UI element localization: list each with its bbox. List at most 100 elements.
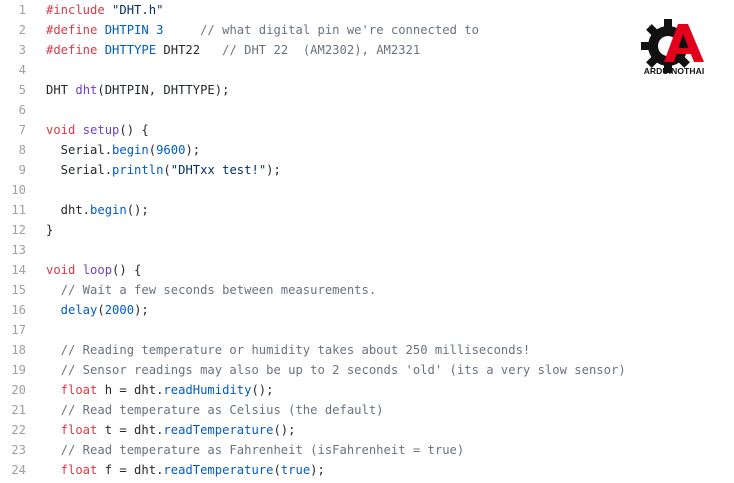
code-token: h = dht. [104, 383, 164, 397]
code-token: DHTPIN 3 [104, 23, 164, 37]
code-line: 18 // Reading temperature or humidity ta… [0, 340, 734, 360]
line-number: 23 [11, 443, 26, 457]
line-number: 20 [11, 383, 26, 397]
code-text: void setup() { [46, 120, 734, 140]
code-line: 15 // Wait a few seconds between measure… [0, 280, 734, 300]
code-line: 17 [0, 320, 734, 340]
code-text: Serial.begin(9600); [46, 140, 734, 160]
code-token: ( [148, 143, 157, 157]
line-number: 9 [18, 163, 26, 177]
code-text: // Wait a few seconds between measuremen… [46, 280, 734, 300]
line-number: 15 [11, 283, 26, 297]
code-token: delay [46, 303, 98, 317]
code-line: 21 // Read temperature as Celsius (the d… [0, 400, 734, 420]
code-token: begin [90, 203, 127, 217]
code-token: () { [119, 123, 149, 137]
code-token: dht. [46, 203, 91, 217]
code-line: 4 [0, 60, 734, 80]
line-number: 3 [18, 43, 26, 57]
line-number: 5 [18, 83, 26, 97]
code-token: t = dht. [104, 423, 164, 437]
code-token: DHT [46, 83, 76, 97]
line-number: 22 [11, 423, 26, 437]
code-line: 1 #include "DHT.h" [0, 0, 734, 20]
code-token: // DHT 22 (AM2302), AM2321 [200, 43, 421, 57]
code-line: 6 [0, 100, 734, 120]
code-line: 2#define DHTPIN 3 // what digital pin we… [0, 20, 734, 40]
code-token: // Read temperature as Fahrenheit (isFah… [46, 443, 465, 457]
line-number: 8 [18, 143, 26, 157]
code-line: 8 Serial.begin(9600); [0, 140, 734, 160]
line-number: 12 [11, 223, 26, 237]
code-token: "DHT.h" [112, 3, 164, 17]
code-token: DHTTYPE [104, 43, 157, 57]
code-text: DHT dht(DHTPIN, DHTTYPE); [46, 80, 734, 100]
code-token: true [280, 463, 311, 477]
code-token: dht [75, 83, 98, 97]
code-text: } [46, 220, 734, 240]
code-line: 22 float t = dht.readTemperature(); [0, 420, 734, 440]
line-number: 7 [18, 123, 26, 137]
code-line: 11 dht.begin(); [0, 200, 734, 220]
code-text: float f = dht.readTemperature(true); [46, 460, 734, 480]
code-token: 2000 [104, 303, 135, 317]
code-token: (); [251, 383, 274, 397]
code-line: 19 // Sensor readings may also be up to … [0, 360, 734, 380]
code-text: float h = dht.readHumidity(); [46, 380, 734, 400]
line-number: 1 [18, 3, 26, 17]
line-number: 13 [11, 243, 26, 257]
code-token: ); [185, 143, 201, 157]
line-number: 19 [11, 363, 26, 377]
code-token: // Reading temperature or humidity takes… [46, 343, 531, 357]
code-token: // Read temperature as Celsius (the defa… [46, 403, 384, 417]
line-number: 4 [18, 63, 26, 77]
code-token: (); [273, 423, 296, 437]
code-text: #include "DHT.h" [46, 0, 734, 20]
code-token: begin [112, 143, 149, 157]
code-line: 23 // Read temperature as Fahrenheit (is… [0, 440, 734, 460]
code-line: 13 [0, 240, 734, 260]
code-token: } [46, 223, 54, 237]
line-number: 16 [11, 303, 26, 317]
code-line: 10 [0, 180, 734, 200]
code-token: ( [273, 463, 281, 477]
code-token: // what digital pin we're connected to [163, 23, 479, 37]
code-text: // Read temperature as Celsius (the defa… [46, 400, 734, 420]
code-text: // Reading temperature or humidity takes… [46, 340, 734, 360]
code-token: // Wait a few seconds between measuremen… [46, 283, 377, 297]
line-number: 2 [18, 23, 26, 37]
code-token: println [112, 163, 164, 177]
code-token: Serial. [46, 163, 113, 177]
line-number: 17 [11, 323, 26, 337]
code-token: #include [46, 3, 113, 17]
code-token: readTemperature [163, 463, 274, 477]
code-line: 9 Serial.println("DHTxx test!"); [0, 160, 734, 180]
code-token: #define [46, 43, 105, 57]
code-token: float [46, 423, 105, 437]
code-token: (DHTPIN, DHTTYPE); [97, 83, 230, 97]
code-token: (); [126, 203, 149, 217]
code-text: // Sensor readings may also be up to 2 s… [46, 360, 734, 380]
code-line: 24 float f = dht.readTemperature(true); [0, 460, 734, 480]
code-token: DHT22 [156, 43, 201, 57]
code-line: 3 #define DHTTYPE DHT22 // DHT 22 (AM2302… [0, 40, 734, 60]
code-token: readTemperature [163, 423, 274, 437]
line-number: 10 [11, 183, 26, 197]
code-line: 14 void loop() { [0, 260, 734, 280]
code-token: Serial. [46, 143, 113, 157]
line-number: 14 [11, 263, 26, 277]
code-token: void [46, 263, 83, 277]
code-token: // Sensor readings may also be up to 2 s… [46, 363, 626, 377]
code-text: void loop() { [46, 260, 734, 280]
code-token: readHumidity [163, 383, 252, 397]
code-token: void [46, 123, 83, 137]
code-line: 12} [0, 220, 734, 240]
code-token: ); [134, 303, 149, 317]
code-token: setup [82, 123, 120, 137]
line-number: 24 [11, 463, 26, 477]
code-token: float [46, 383, 105, 397]
code-text: delay(2000); [46, 300, 734, 320]
code-token: () { [112, 263, 142, 277]
code-line: 7 void setup() { [0, 120, 734, 140]
